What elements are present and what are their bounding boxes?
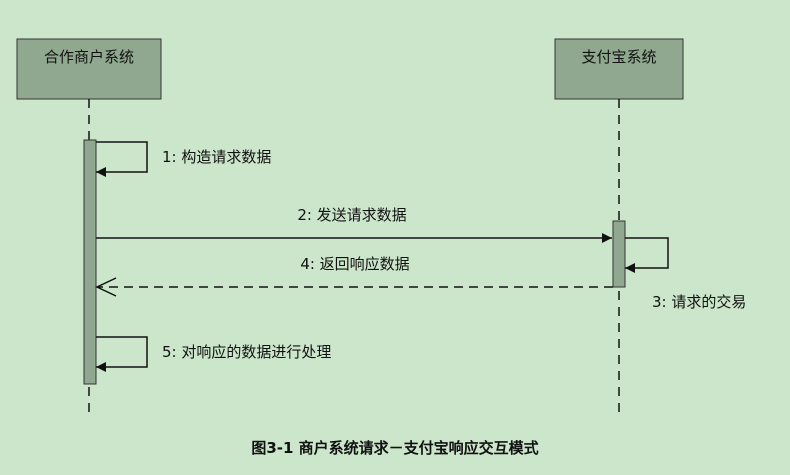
message-4-arrow-head xyxy=(95,277,117,297)
activation-merchant xyxy=(83,139,97,385)
participant-alipay: 支付宝系统 xyxy=(554,38,684,100)
message-1-build-request: 1: 构造请求数据 xyxy=(96,141,271,177)
sequence-diagram: 合作商户系统 支付宝系统 1: 构造请求数据 2: 发送请求数据 3: 请求的交… xyxy=(16,38,746,418)
message-2-label: 2: 发送请求数据 xyxy=(297,206,406,224)
message-3-process-transaction: 3: 请求的交易 xyxy=(625,237,746,311)
figure-caption: 图3-1 商户系统请求－支付宝响应交互模式 xyxy=(251,439,539,457)
message-1-label: 1: 构造请求数据 xyxy=(162,148,271,166)
message-2-send-request: 2: 发送请求数据 xyxy=(96,206,612,243)
message-3-label: 3: 请求的交易 xyxy=(652,293,746,311)
message-5-label: 5: 对响应的数据进行处理 xyxy=(162,343,331,361)
participant-merchant-label: 合作商户系统 xyxy=(44,48,134,66)
message-4-return-response: 4: 返回响应数据 xyxy=(95,255,613,297)
participant-alipay-box xyxy=(554,38,684,100)
message-3-arrow xyxy=(625,237,669,273)
message-5-arrow xyxy=(96,336,148,372)
message-1-arrow xyxy=(96,141,148,177)
message-5-handle-response: 5: 对响应的数据进行处理 xyxy=(96,336,331,372)
participant-merchant-box xyxy=(16,38,162,100)
activation-alipay xyxy=(612,220,626,288)
participant-merchant: 合作商户系统 xyxy=(16,38,162,100)
message-4-label: 4: 返回响应数据 xyxy=(300,255,409,273)
participant-alipay-label: 支付宝系统 xyxy=(581,48,656,66)
